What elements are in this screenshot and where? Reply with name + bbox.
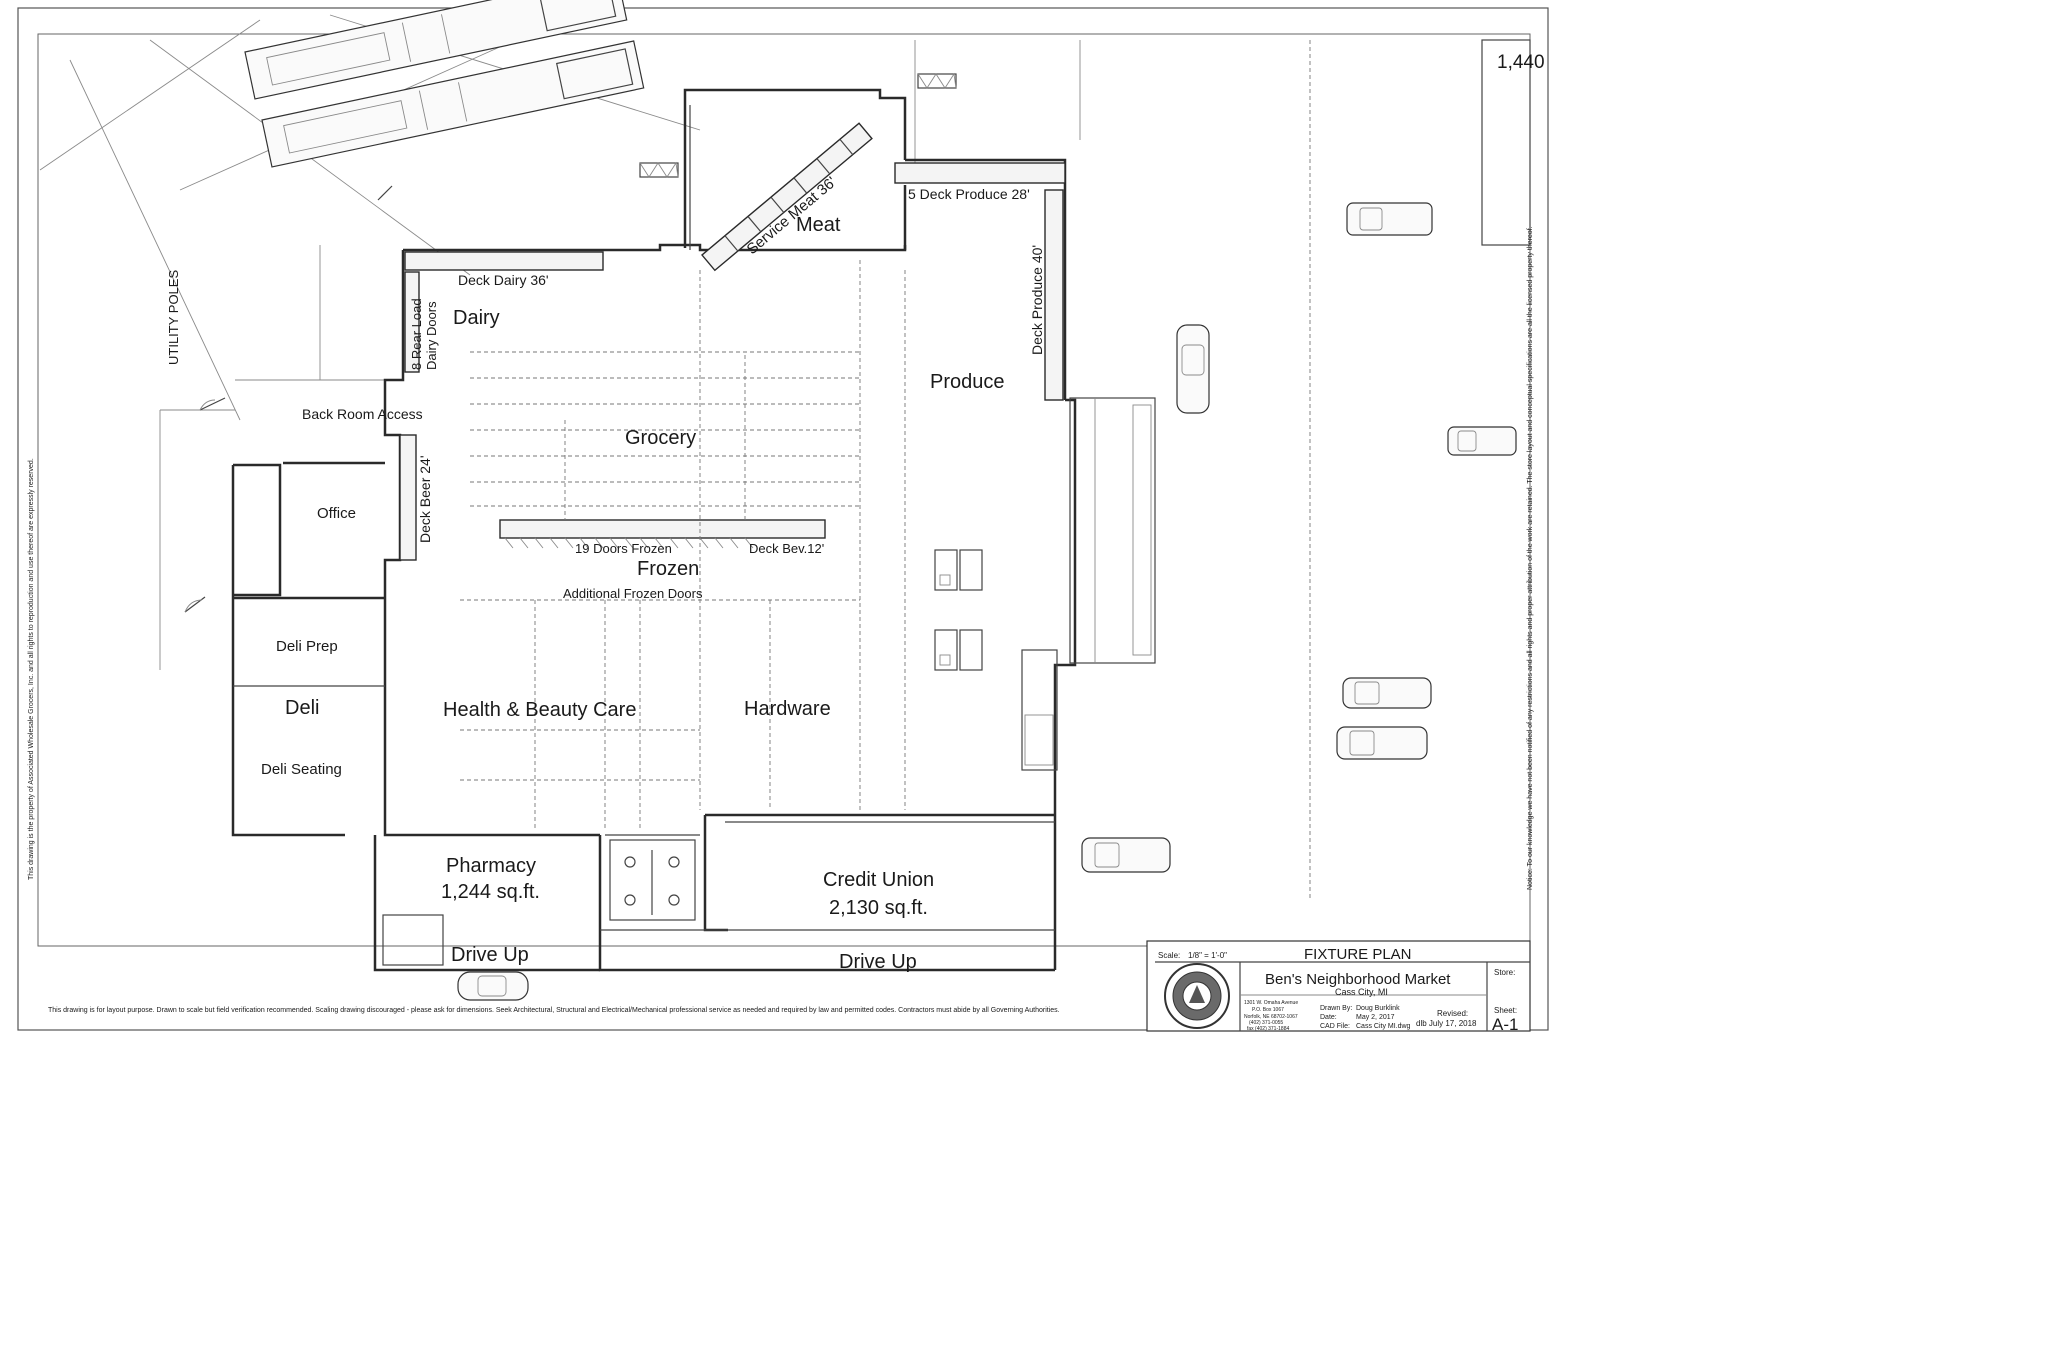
deck-produce-40-case xyxy=(1044,189,1064,401)
sheet-border xyxy=(17,7,1549,1031)
label-produce: Produce xyxy=(930,371,1005,393)
restroom-fixtures xyxy=(609,839,696,921)
tb-sheet-no: A-1 xyxy=(1492,1015,1518,1034)
corner-number: 1,440 xyxy=(1497,52,1545,73)
service-meat-case xyxy=(701,122,873,272)
tb-scale-value: 1/8" = 1'-0" xyxy=(1188,951,1227,960)
tb-addr1: 1301 W. Omaha Avenue xyxy=(1244,1000,1298,1006)
label-additional-frozen: Additional Frozen Doors xyxy=(563,586,703,601)
parked-cars xyxy=(457,202,1517,1001)
label-deck-produce-28: 5 Deck Produce 28' xyxy=(908,186,1030,202)
label-grocery: Grocery xyxy=(625,427,696,449)
truck-trailers xyxy=(244,0,645,168)
bottom-disclaimer: This drawing is for layout purpose. Draw… xyxy=(48,1007,1060,1014)
label-hardware: Hardware xyxy=(744,698,831,720)
label-health-beauty: Health & Beauty Care xyxy=(443,699,636,721)
label-dairy: Dairy xyxy=(453,307,500,329)
deck-beer-case xyxy=(399,434,417,561)
deck-dairy-case xyxy=(404,251,604,271)
storefront-vestibule xyxy=(1021,397,1156,771)
label-deck-produce-40: Deck Produce 40' xyxy=(1029,245,1045,355)
tb-addr4: (402) 371-0055 xyxy=(1249,1020,1283,1026)
site-lines xyxy=(39,14,1311,900)
tb-addr3: Norfolk, NE 68702-1067 xyxy=(1244,1014,1298,1020)
label-pharmacy-area: 1,244 sq.ft. xyxy=(441,881,540,903)
label-rear-load-2: Dairy Doors xyxy=(424,301,439,370)
label-rear-load-1: 8 Rear Load xyxy=(409,298,424,370)
grocery-aisles xyxy=(460,260,906,830)
label-drive-up-pharmacy: Drive Up xyxy=(451,944,529,966)
tb-store-name: Ben's Neighborhood Market xyxy=(1265,971,1451,988)
drive-up-kiosk xyxy=(382,914,444,966)
tb-revised: dlb July 17, 2018 xyxy=(1416,1019,1477,1028)
label-frozen-doors: 19 Doors Frozen xyxy=(575,541,672,556)
tb-drawn-by-label: Drawn By: xyxy=(1320,1005,1352,1012)
tb-sheet-label: Sheet: xyxy=(1494,1006,1517,1015)
label-credit-union: Credit Union xyxy=(823,869,934,891)
label-pharmacy: Pharmacy xyxy=(446,855,536,877)
tb-revised-label: Revised: xyxy=(1437,1009,1468,1018)
tb-date: May 2, 2017 xyxy=(1356,1014,1395,1021)
tb-cad-label: CAD File: xyxy=(1320,1023,1350,1030)
door-swings xyxy=(184,185,393,613)
label-deck-bev: Deck Bev.12' xyxy=(749,541,824,556)
utility-poles-label: UTILITY POLES xyxy=(166,270,181,365)
deck-produce-28-case xyxy=(894,162,1066,184)
label-deli-seating: Deli Seating xyxy=(261,761,342,778)
label-meat: Meat xyxy=(796,214,841,236)
tb-location: Cass City, MI xyxy=(1335,987,1388,997)
left-side-note: This drawing is the property of Associat… xyxy=(28,458,35,880)
tb-addr2: P.O. Box 1067 xyxy=(1252,1007,1284,1013)
label-deli: Deli xyxy=(285,697,319,719)
tb-drawn-by: Doug Burklink xyxy=(1356,1005,1400,1012)
rear-load-dairy-doors xyxy=(404,271,420,373)
frozen-door-ticks xyxy=(504,537,754,549)
crate-marks xyxy=(639,72,957,178)
label-office: Office xyxy=(317,505,356,522)
tb-scale-label: Scale: xyxy=(1158,951,1180,960)
fixture-plan-drawing: 1,440 UTILITY POLES xyxy=(17,0,1549,1034)
tb-cad-file: Cass City MI.dwg xyxy=(1356,1023,1411,1030)
label-back-room-access: Back Room Access xyxy=(302,406,423,422)
drawing-frame xyxy=(37,33,1531,947)
label-frozen: Frozen xyxy=(637,558,699,580)
tb-date-label: Date: xyxy=(1320,1014,1337,1021)
right-side-note: Notice: To our knowledge we have not bee… xyxy=(1527,226,1534,890)
label-drive-up-credit: Drive Up xyxy=(839,951,917,973)
tb-store-label: Store: xyxy=(1494,968,1515,977)
frozen-doors-case xyxy=(499,519,826,539)
tb-addr5: fax (402) 371-1884 xyxy=(1247,1026,1289,1032)
label-deck-dairy: Deck Dairy 36' xyxy=(458,272,549,288)
tb-heading: FIXTURE PLAN xyxy=(1304,946,1412,963)
corner-box xyxy=(1481,39,1531,246)
company-seal xyxy=(1164,963,1230,1029)
label-credit-union-area: 2,130 sq.ft. xyxy=(829,897,928,919)
label-deck-beer: Deck Beer 24' xyxy=(417,456,433,544)
label-deli-prep: Deli Prep xyxy=(276,638,338,655)
produce-tables xyxy=(934,549,983,671)
